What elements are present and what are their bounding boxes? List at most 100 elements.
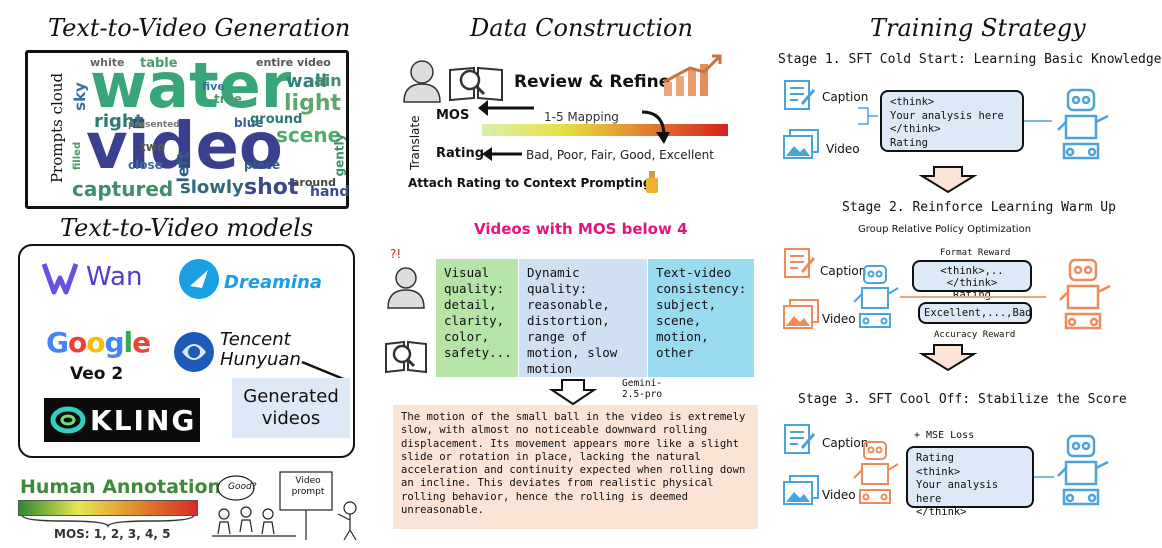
video-image-icon <box>783 129 819 159</box>
stage3-line: Your analysis here <box>916 479 999 505</box>
generated-videos-label: Generated videos <box>232 378 350 438</box>
wordcloud-word: sky <box>70 82 89 111</box>
kling-logo-icon <box>50 406 86 434</box>
review-refine-label: Review & Refine <box>514 72 671 92</box>
wordcloud-word: five <box>202 80 225 93</box>
arrow-to-rating <box>482 147 522 161</box>
stage3-line: <think> <box>916 465 961 478</box>
robot-blue-icon <box>1057 88 1109 160</box>
wordcloud-word: around <box>292 176 336 189</box>
wordcloud-word: close <box>128 158 163 172</box>
svg-text:?!: ?! <box>390 247 401 261</box>
wordcloud-word: wall <box>286 71 328 92</box>
translate-label: Translate <box>408 115 422 171</box>
wordcloud-word: hand <box>310 184 350 200</box>
model-hunyuan: Hunyuan <box>220 349 301 370</box>
wordcloud-word: gently <box>332 133 347 177</box>
t2v-generation-title: Text-to-Video Generation <box>48 14 351 42</box>
t2v-models-title: Text-to-Video models <box>60 214 314 242</box>
hunyuan-logo-icon <box>174 332 214 372</box>
stage1-output-box: <think> Your analysis here </think> Rati… <box>880 90 1024 152</box>
mapping-label: 1-5 Mapping <box>544 110 619 124</box>
annotators-sketch-icon <box>212 471 357 541</box>
stage1-video-label: Video <box>826 142 860 156</box>
stage-arrow-1 <box>918 166 978 194</box>
stage3-caption-label: Caption <box>822 436 869 450</box>
human-annotation-label: Human Annotation <box>20 476 222 498</box>
stage3-connector <box>1034 476 1054 478</box>
dreamina-logo-icon <box>179 259 219 299</box>
stage3-line: </think> <box>916 506 967 518</box>
model-veo2: Veo 2 <box>70 364 124 384</box>
stage2-title: Stage 2. Reinforce Learning Warm Up <box>842 200 1116 215</box>
data-construction-title: Data Construction <box>470 14 693 42</box>
grpo-label: Group Relative Policy Optimization <box>858 224 1032 235</box>
robot-blue-small-icon <box>853 265 899 328</box>
format-line: <think>,..</think> <box>940 265 1004 289</box>
stage3-title: Stage 3. SFT Cool Off: Stabilize the Sco… <box>798 392 1127 407</box>
wordcloud-word: right <box>94 111 144 132</box>
wan-logo-icon <box>41 263 79 295</box>
mse-loss-label: + MSE Loss <box>914 430 975 441</box>
consistency-column: Text-video consistency: subject, scene, … <box>648 259 754 377</box>
caption-doc-icon-3 <box>784 424 816 454</box>
caption-doc-icon <box>784 80 816 110</box>
mos-label: MOS <box>436 108 470 123</box>
down-arrow-icon <box>548 379 598 406</box>
wordcloud-word: ground <box>250 112 303 127</box>
wordcloud-word: captured <box>72 177 174 201</box>
videos-below-title: Videos with MOS below 4 <box>474 220 688 238</box>
video-image-icon-orange <box>783 299 819 329</box>
wordcloud-word: piece <box>244 158 281 172</box>
rating-gradient-bar <box>482 124 728 136</box>
wordcloud-word: blue <box>234 116 264 130</box>
mos-brace <box>21 514 195 529</box>
visual-quality-column: Visual quality: detail, clarity, color, … <box>436 259 518 377</box>
stage1-connector <box>1024 120 1052 122</box>
book-search-icon <box>449 66 503 102</box>
stage1-line: <think> <box>890 96 935 108</box>
wordcloud-word: shot <box>244 175 299 200</box>
arrow-to-mos <box>478 100 534 116</box>
wordcloud-word: entire video <box>256 56 331 69</box>
mos-scale-label: MOS: 1, 2, 3, 4, 5 <box>54 527 171 541</box>
models-speech-bubble: Wan Dreamina Google Veo 2 Tencent Hunyua… <box>18 244 355 458</box>
confused-user-icon: ?! <box>387 247 425 309</box>
model-google: Google <box>46 326 151 359</box>
kling-logo-bg <box>44 398 200 442</box>
attach-rating-label: Attach Rating to Context Prompting <box>408 176 652 190</box>
robot-orange-icon <box>1059 258 1111 330</box>
stage3-video-label: Video <box>822 488 856 502</box>
accuracy-box: Excellent,...,Bad <box>918 302 1032 324</box>
wordcloud-word: water <box>90 49 292 122</box>
wordcloud-word: left <box>173 151 193 183</box>
wordcloud-word: slowly <box>180 177 244 198</box>
stage2-video-label: Video <box>822 312 856 326</box>
stage1-line: Your analysis here <box>890 109 1004 122</box>
stage3-output-box: Rating <think> Your analysis here </thin… <box>906 446 1034 518</box>
dynamic-quality-column: Dynamic quality: reasonable, distortion,… <box>519 259 647 377</box>
quality-description: The motion of the small ball in the vide… <box>393 405 758 529</box>
wordcloud-word: scene <box>276 123 342 147</box>
prompts-cloud-label: Prompts cloud <box>48 72 67 184</box>
stage1-bracket <box>858 107 878 125</box>
wordcloud-word: video <box>86 110 283 184</box>
prompts-word-cloud: water video captured slowly shot scene l… <box>25 50 349 209</box>
wordcloud-word: filled <box>72 141 84 171</box>
robot-blue-icon-3 <box>1057 434 1109 506</box>
video-prompt-board-text: Video prompt <box>291 476 325 497</box>
stage2-caption-label: Caption <box>820 264 867 278</box>
search-book-icon <box>385 340 427 374</box>
model-wan: Wan <box>86 262 143 292</box>
stage1-line: </think> <box>890 123 941 135</box>
wordcloud-word: presented <box>128 120 180 130</box>
caption-doc-icon-orange <box>784 248 816 278</box>
stage1-line: Rating <box>890 136 928 149</box>
model-dreamina: Dreamina <box>224 272 323 293</box>
stage1-caption-label: Caption <box>822 90 869 104</box>
stage3-line: Rating <box>916 452 954 464</box>
wordcloud-word: two <box>140 140 166 154</box>
gemini-label: Gemini-2.5-pro <box>622 378 663 400</box>
rating-label: Rating <box>436 146 485 161</box>
stage2-divider <box>900 296 1046 298</box>
